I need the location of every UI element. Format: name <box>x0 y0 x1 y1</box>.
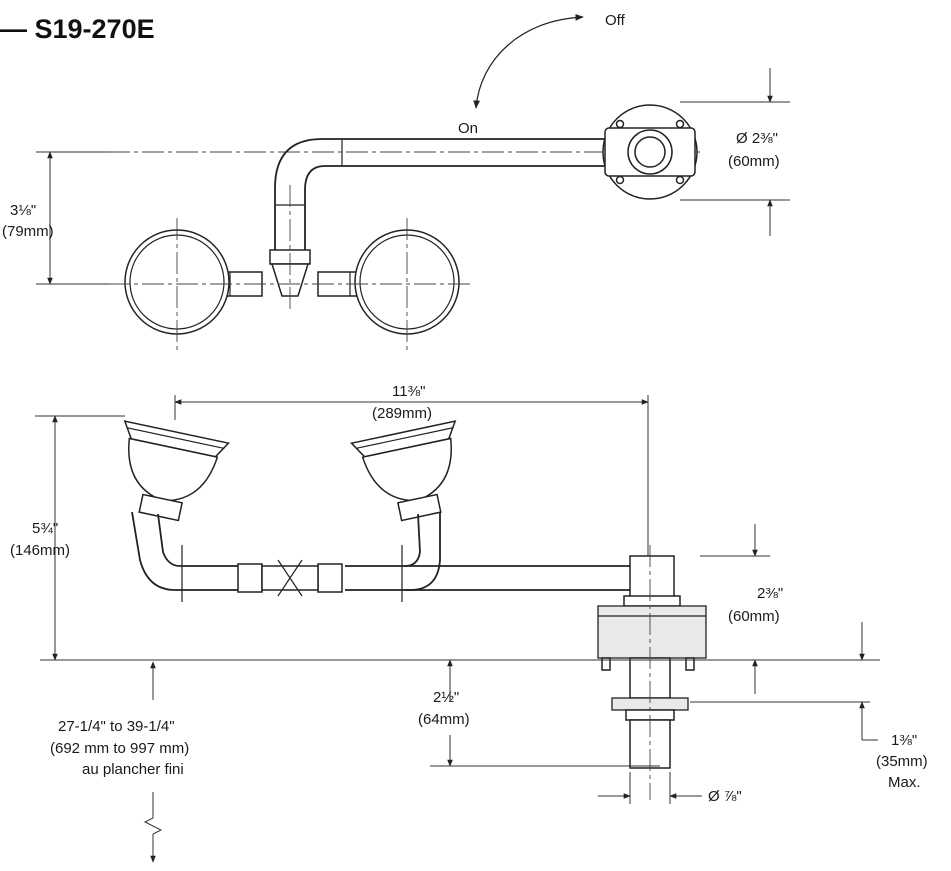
flange-dia-in: Ø 2⅜" <box>736 130 778 147</box>
deck-dim-in: 1⅜" <box>891 732 917 749</box>
deck-dim-mm: (35mm) <box>876 753 928 770</box>
mount-range-in: 27-1/4" to 39-1/4" <box>58 718 175 735</box>
deck-flange <box>597 605 707 659</box>
height-dim-mm: (146mm) <box>10 542 70 559</box>
shank-dim-mm: (64mm) <box>418 711 470 728</box>
spread-dim-mm: (289mm) <box>372 405 432 422</box>
mount-range-mm: (692 mm to 997 mm) <box>50 740 189 757</box>
flange-height-in: 2⅜" <box>757 585 783 602</box>
top-view: Off On <box>2 12 790 350</box>
shank-dim-in: 2½" <box>433 689 459 706</box>
mount-note: au plancher fini <box>82 761 184 778</box>
eyewash-head-right-side <box>350 420 457 522</box>
pipe-elbow <box>274 138 342 250</box>
spread-dim-in: 11⅜" <box>392 383 425 400</box>
eyewash-head-left-side <box>123 420 230 522</box>
flange-dia-mm: (60mm) <box>728 153 780 170</box>
offset-dim-in: 3⅛" <box>10 202 36 219</box>
model-title: — S19-270E <box>0 14 155 44</box>
offset-dim-mm: (79mm) <box>2 223 54 240</box>
off-label: Off <box>605 12 626 29</box>
handle-rotation-arrow <box>473 14 584 109</box>
on-label: On <box>458 120 478 137</box>
height-dim-in: 5¾" <box>32 520 58 537</box>
pipe-dia-label: Ø ⅞" <box>708 788 742 805</box>
flange-height-mm: (60mm) <box>728 608 780 625</box>
side-view: 11⅜" (289mm) 5¾" (146mm) <box>10 383 928 863</box>
wall-flange <box>602 104 698 200</box>
deck-dim-note: Max. <box>888 774 921 791</box>
